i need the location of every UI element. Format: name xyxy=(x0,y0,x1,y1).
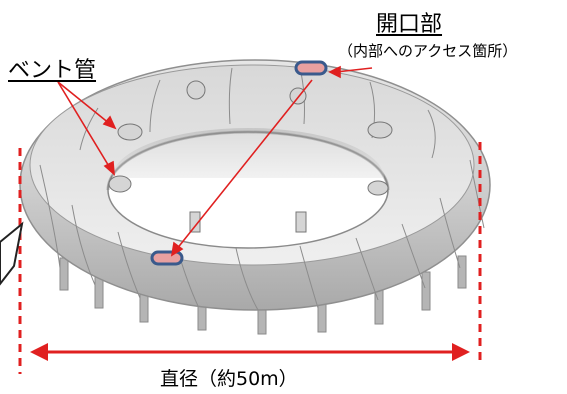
vent-pipes xyxy=(108,80,393,233)
segment-lines xyxy=(39,67,485,311)
opening-label: 開口部 xyxy=(376,12,443,37)
diameter-markers xyxy=(18,142,482,374)
vent-pipe-label: ベント管 xyxy=(8,58,97,83)
diameter-arrow xyxy=(30,343,470,361)
opening-hatch-top xyxy=(294,60,328,76)
background-fragment xyxy=(0,221,24,286)
annotation-arrows xyxy=(57,65,373,257)
opening-hatch-bottom xyxy=(150,250,184,266)
diameter-label: 直径（約50m） xyxy=(160,368,298,390)
opening-note: （内部へのアクセス箇所） xyxy=(338,42,518,60)
